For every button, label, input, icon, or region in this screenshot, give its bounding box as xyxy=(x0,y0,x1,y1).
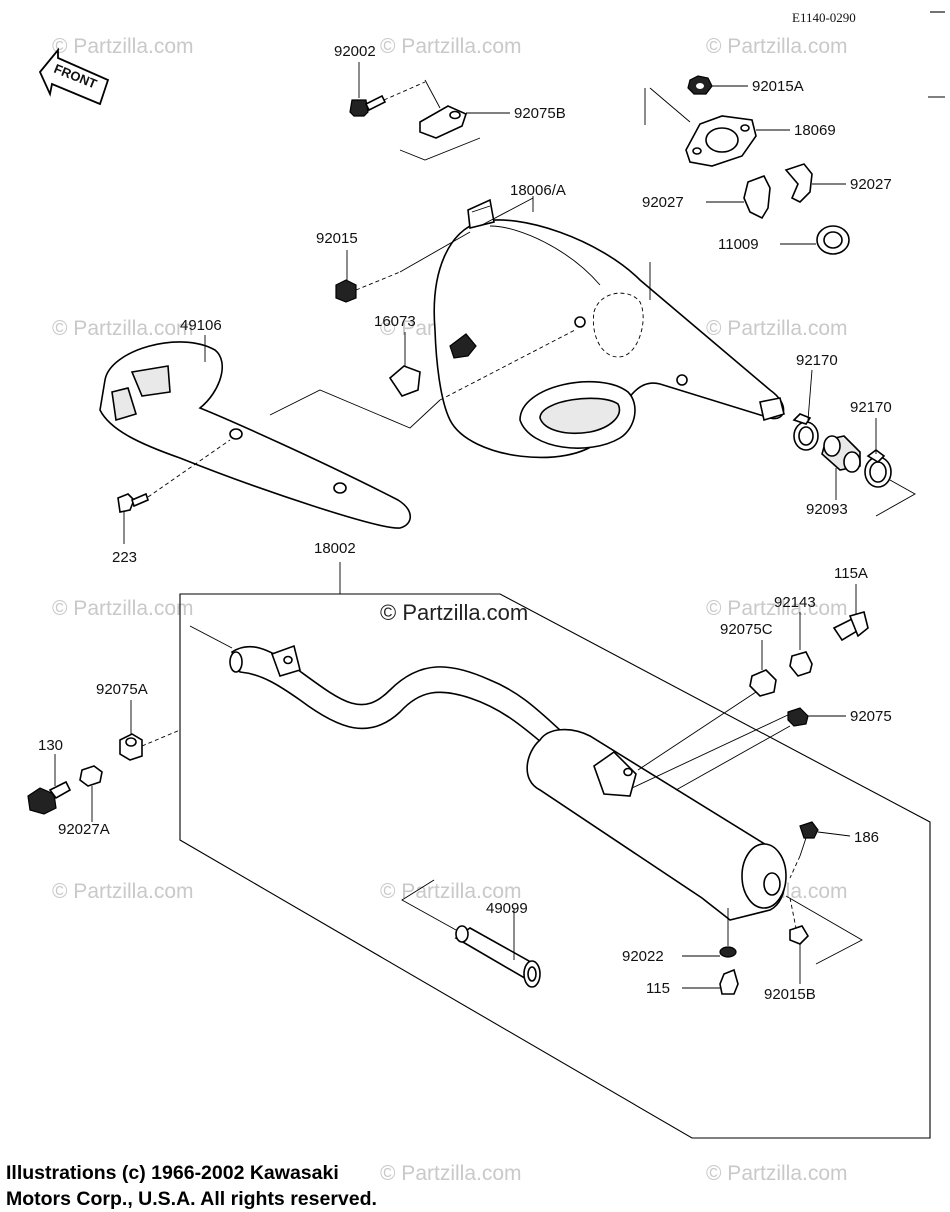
bolt-223 xyxy=(117,439,231,544)
watermark: © Partzilla.com xyxy=(380,35,522,58)
collar-92027A xyxy=(79,765,103,822)
watermark: © Partzilla.com xyxy=(706,597,848,620)
bolt-186 xyxy=(789,821,851,879)
part-label-130: 130 xyxy=(38,737,63,754)
muffler-group-18002 xyxy=(179,562,931,1139)
washer-92022 xyxy=(682,908,737,958)
part-label-92002: 92002 xyxy=(334,43,376,60)
part-label-18006A: 18006/A xyxy=(510,182,566,199)
gasket-11009 xyxy=(780,225,850,255)
nut-92015 xyxy=(335,231,471,303)
part-label-92170: 92170 xyxy=(796,352,838,369)
part-label-18069: 18069 xyxy=(794,122,836,139)
muffler-pipe xyxy=(189,625,562,750)
part-label-92015A: 92015A xyxy=(752,78,804,95)
part-label-92075C: 92075C xyxy=(720,621,773,638)
part-label-92027: 92027 xyxy=(850,176,892,193)
part-label-115A: 115A xyxy=(834,565,868,582)
watermark: © Partzilla.com xyxy=(380,880,522,903)
watermark: © Partzilla.com xyxy=(52,35,194,58)
part-label-92022: 92022 xyxy=(622,948,664,965)
nut-92015A xyxy=(687,75,748,95)
flange-18069 xyxy=(644,87,790,167)
bracket-92075B xyxy=(399,79,510,161)
part-label-92075A: 92075A xyxy=(96,681,148,698)
part-labels: 92002 92075B 92015A 18069 92027 92027 11… xyxy=(38,43,892,1003)
part-label-223: 223 xyxy=(112,549,137,566)
watermark: © Partzilla.com xyxy=(52,317,194,340)
spark-arrester-49099 xyxy=(401,879,541,988)
part-label-186: 186 xyxy=(854,829,879,846)
bolt-130 xyxy=(27,754,72,815)
clamp-92170-a xyxy=(792,369,819,451)
watermark: © Partzilla.com xyxy=(52,880,194,903)
collar-92027-right xyxy=(784,163,846,203)
main-watermark: © Partzilla.com xyxy=(380,600,528,625)
diagram-code: E1140-0290 xyxy=(792,10,856,25)
part-label-18002: 18002 xyxy=(314,540,356,557)
copyright-line-2: Motors Corp., U.S.A. All rights reserved… xyxy=(6,1188,377,1210)
watermark: © Partzilla.com xyxy=(380,1162,522,1185)
part-label-92015: 92015 xyxy=(316,230,358,247)
clamp-92170-b xyxy=(864,418,916,517)
clip-16073 xyxy=(388,332,477,397)
front-arrow: FRONT xyxy=(38,47,110,106)
part-label-92027A: 92027A xyxy=(58,821,110,838)
part-label-49106: 49106 xyxy=(180,317,222,334)
collar-92027-left xyxy=(706,174,771,220)
bolt-115 xyxy=(682,968,739,995)
bolt-115A xyxy=(832,584,869,642)
watermark: © Partzilla.com xyxy=(706,317,848,340)
watermark: © Partzilla.com xyxy=(52,597,194,620)
part-label-115: 115 xyxy=(646,980,670,997)
grommet-92075A xyxy=(119,700,181,761)
heat-guard-49106 xyxy=(99,329,576,529)
part-label-92075: 92075 xyxy=(850,708,892,725)
nut-92015B xyxy=(785,895,863,984)
part-label-92170: 92170 xyxy=(850,399,892,416)
part-label-92075B: 92075B xyxy=(514,105,566,122)
sleeve-92093 xyxy=(821,435,861,500)
bolt-92002 xyxy=(349,62,426,117)
part-label-49099: 49099 xyxy=(486,900,528,917)
watermark: © Partzilla.com xyxy=(706,1162,848,1185)
part-label-92143: 92143 xyxy=(774,594,816,611)
copyright-notice: Illustrations (c) 1966-2002 Kawasaki Mot… xyxy=(6,1160,377,1212)
part-label-11009: 11009 xyxy=(718,236,759,253)
part-label-92015B: 92015B xyxy=(764,986,816,1003)
copyright-line-1: Illustrations (c) 1966-2002 Kawasaki xyxy=(6,1162,339,1184)
part-label-92027: 92027 xyxy=(642,194,684,211)
watermarks: © Partzilla.com © Partzilla.com © Partzi… xyxy=(52,35,848,1185)
grommet-92075C xyxy=(749,640,777,697)
expansion-chamber-18006A xyxy=(433,196,785,459)
muffler-can xyxy=(526,691,791,921)
part-label-16073: 16073 xyxy=(374,313,416,330)
watermark: © Partzilla.com xyxy=(706,35,848,58)
grommet-92075 xyxy=(787,707,846,727)
collar-92143 xyxy=(789,612,813,677)
part-label-92093: 92093 xyxy=(806,501,848,518)
